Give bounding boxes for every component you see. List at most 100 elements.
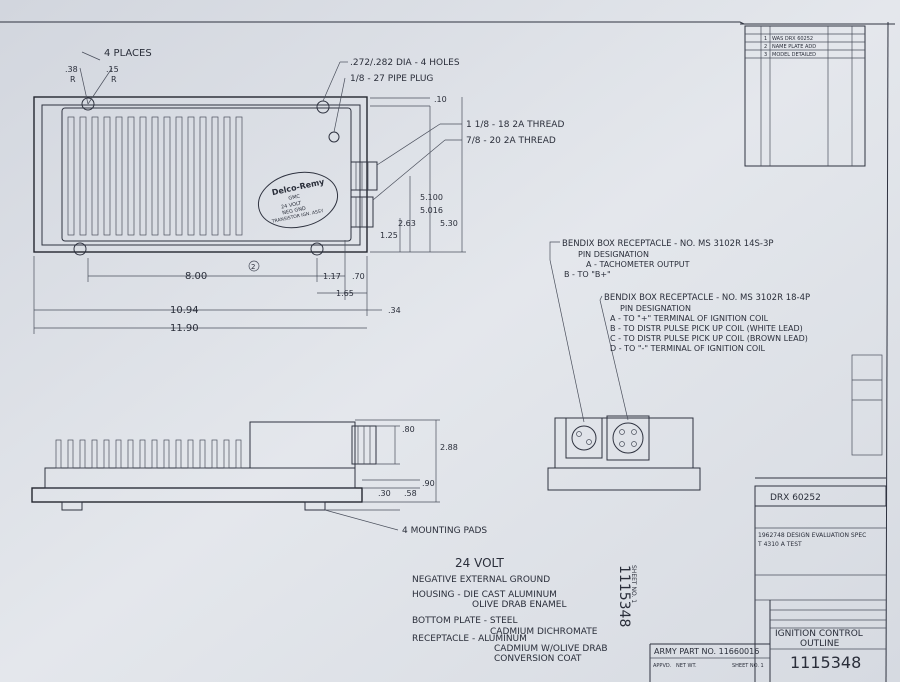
dim-34: .34 — [388, 306, 401, 315]
dim-80: .80 — [402, 425, 415, 434]
drawing-ref-box — [754, 485, 887, 507]
revision-desc: MODEL DETAILED — [772, 52, 816, 58]
drawing-title-1: IGNITION CONTROL — [775, 629, 863, 639]
note-bottom-2: CADMIUM DICHROMATE — [490, 627, 598, 637]
thread-2-note: 7/8 - 20 2A THREAD — [466, 136, 556, 146]
receptacle-2-title: BENDIX BOX RECEPTACLE - NO. MS 3102R 18-… — [604, 293, 810, 303]
note-recept-2: CADMIUM W/OLIVE DRAB — [494, 644, 608, 654]
dim-90: .90 — [422, 479, 435, 488]
nameplate-line-1: GMC — [288, 193, 301, 201]
side-sheet-number: SHEET NO. 1 — [630, 565, 637, 603]
circle-callout — [248, 260, 260, 272]
side-fins — [55, 439, 242, 469]
holes-note: .272/.282 DIA - 4 HOLES — [350, 58, 460, 68]
receptacle-2-pin: B - TO DISTR PULSE PICK UP COIL (WHITE L… — [610, 324, 803, 333]
end-view-body — [554, 417, 694, 469]
top-view-outline — [33, 96, 368, 253]
dim-2-88: 2.88 — [440, 443, 458, 452]
border-top — [0, 21, 745, 25]
note-bottom-1: BOTTOM PLATE - STEEL — [412, 616, 518, 626]
nameplate-outline — [257, 171, 339, 229]
revision-table — [744, 25, 866, 167]
revision-block: 1 WAS DRX 60252 2 NAME PLATE ADD 3 MODEL… — [744, 25, 866, 167]
cooling-fins — [67, 116, 243, 236]
radius-a: .38 — [65, 65, 78, 74]
net-wt-label: NET WT. — [676, 663, 697, 669]
circle-callout-number: 2 — [251, 263, 255, 271]
pipe-plug-note: 1/8 - 27 PIPE PLUG — [350, 74, 433, 84]
places-note: 4 PLACES — [104, 48, 152, 59]
dim-11-90: 11.90 — [170, 323, 199, 334]
receptacle-1-title: BENDIX BOX RECEPTACLE - NO. MS 3102R 14S… — [562, 239, 774, 249]
army-part-number: ARMY PART NO. 11660016 — [654, 647, 759, 656]
dim-8-00: 8.00 — [185, 271, 207, 282]
note-voltage: 24 VOLT — [455, 556, 505, 570]
dim-1-25: 1.25 — [380, 231, 398, 240]
receptacle-large-flange — [606, 415, 650, 461]
side-view: .80 2.88 .90 .30 .58 4 MOUNTING PADS — [31, 419, 487, 536]
note-housing-1: HOUSING - DIE CAST ALUMINUM — [412, 590, 557, 600]
mounting-hole — [310, 242, 324, 256]
drawing-ref: DRX 60252 — [770, 493, 821, 503]
approved-label: APPVD. — [653, 663, 672, 669]
mounting-hole — [73, 242, 87, 256]
revision-desc: NAME PLATE ADD — [772, 44, 816, 50]
nameplate-line-3: NEG GND — [282, 206, 307, 217]
revision-ltr: 1 — [764, 36, 767, 42]
mounting-pads-note: 4 MOUNTING PADS — [402, 526, 487, 536]
note-recept-1: RECEPTACLE - ALUMINUM — [412, 634, 527, 644]
dim-5-016: 5.016 — [420, 206, 443, 215]
top-view-inner-flange — [41, 104, 361, 246]
radius-b-unit: R — [111, 75, 117, 84]
revision-ltr: 2 — [764, 44, 767, 50]
receptacle-1-subtitle: PIN DESIGNATION — [578, 250, 649, 259]
revision-ltr: 3 — [764, 52, 767, 58]
radius-a-unit: R — [70, 75, 76, 84]
dim-10-94: 10.94 — [170, 305, 199, 316]
revision-desc: WAS DRX 60252 — [772, 36, 813, 42]
spec-line-1: 1962748 DESIGN EVALUATION SPEC — [758, 532, 866, 539]
note-recept-3: CONVERSION COAT — [494, 654, 582, 664]
side-raised-section — [249, 421, 356, 469]
thread-1-note: 1 1/8 - 18 2A THREAD — [466, 120, 564, 130]
mounting-pad — [304, 501, 326, 511]
drawing-title-2: OUTLINE — [800, 639, 840, 649]
receptacle-2-note: BENDIX BOX RECEPTACLE - NO. MS 3102R 18-… — [604, 293, 810, 353]
dim-70: .70 — [352, 272, 365, 281]
dim-1-65: 1.65 — [336, 289, 354, 298]
receptacle-1-pin: B - TO "B+" — [564, 270, 611, 279]
receptacle-1-note: BENDIX BOX RECEPTACLE - NO. MS 3102R 14S… — [562, 239, 774, 279]
receptacle-small-flange — [565, 417, 603, 459]
dim-58: .58 — [404, 489, 417, 498]
sheet-number: SHEET NO. 1 — [732, 663, 764, 669]
general-notes: 24 VOLT NEGATIVE EXTERNAL GROUND HOUSING… — [412, 556, 608, 664]
receptacle-2-pin: D - TO "-" TERMINAL OF IGNITION COIL — [610, 344, 766, 353]
top-view: 4 PLACES .38 R .15 R .272/.282 DIA - 4 H… — [33, 48, 564, 334]
dim-1-17: 1.17 — [323, 272, 341, 281]
drawing-number: 1115348 — [790, 653, 861, 672]
dim-top-offset: .10 — [434, 95, 447, 104]
receptacle-2-subtitle: PIN DESIGNATION — [620, 304, 691, 313]
title-block: DRX 60252 1962748 DESIGN EVALUATION SPEC… — [616, 354, 887, 682]
note-housing-2: OLIVE DRAB ENAMEL — [472, 600, 567, 610]
radius-b: .15 — [106, 65, 119, 74]
receptacle-large — [612, 422, 644, 454]
nameplate-line-2: 24 VOLT — [281, 200, 303, 210]
border-right — [885, 21, 889, 682]
dim-2-63: 2.63 — [398, 219, 416, 228]
side-drawing-number: 1115348 — [616, 565, 632, 627]
receptacle-1-pin: A - TACHOMETER OUTPUT — [586, 260, 690, 269]
connector-large-top — [350, 161, 378, 191]
dim-30: .30 — [378, 489, 391, 498]
end-view — [547, 241, 701, 491]
receptacle-small — [571, 425, 597, 451]
dim-5-30: 5.30 — [440, 219, 458, 228]
receptacle-2-pin: A - TO "+" TERMINAL OF IGNITION COIL — [610, 314, 769, 323]
receptacle-2-pin: C - TO DISTR PULSE PICK UP COIL (BROWN L… — [610, 334, 808, 343]
mounting-hole — [81, 97, 95, 111]
dim-5-100: 5.100 — [420, 193, 443, 202]
mounting-pad — [61, 501, 83, 511]
note-ground: NEGATIVE EXTERNAL GROUND — [412, 575, 550, 585]
